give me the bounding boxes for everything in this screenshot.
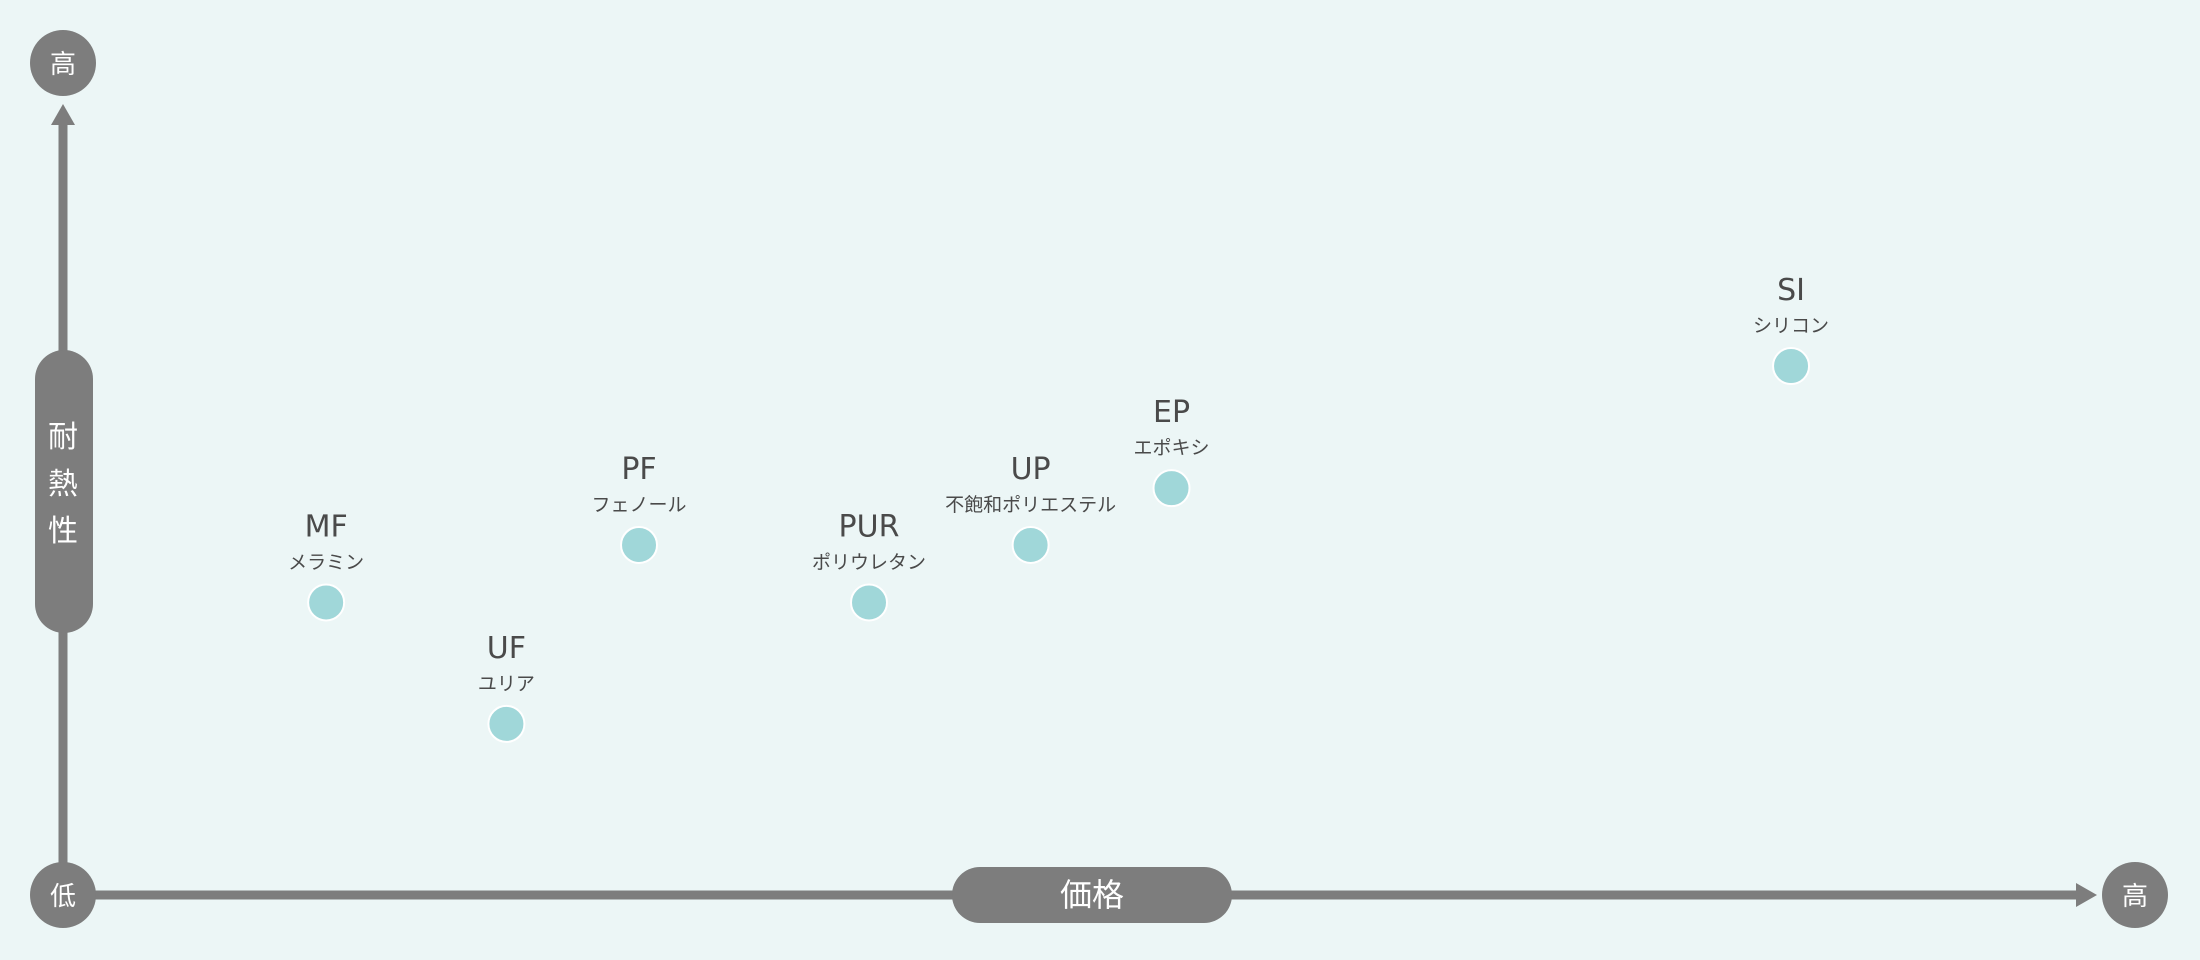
data-point-name-label: メラミン xyxy=(288,551,364,573)
data-point-name-label: ユリア xyxy=(478,673,535,695)
x-axis-high-circle xyxy=(2102,862,2168,928)
data-point-marker xyxy=(307,583,346,622)
origin-low-circle xyxy=(30,862,96,928)
x-axis-high-label: 高 xyxy=(2122,882,2148,912)
data-point-group: PF フェノール xyxy=(592,452,687,564)
data-point-marker xyxy=(1152,469,1191,508)
y-axis-title-pill xyxy=(35,350,93,633)
data-point-name-label: エポキシ xyxy=(1134,437,1210,459)
data-point-group: UP 不飽和ポリエステル xyxy=(945,452,1116,564)
data-point-marker xyxy=(1772,347,1811,386)
data-point-code-label: PUR xyxy=(839,509,900,544)
data-point-name-label: ポリウレタン xyxy=(812,551,926,573)
data-point-group: MF メラミン xyxy=(288,509,364,622)
origin-low-label: 低 xyxy=(50,882,76,912)
data-point-code-label: EP xyxy=(1153,395,1190,430)
data-point-group: SI シリコン xyxy=(1753,273,1829,386)
data-point-code-label: PF xyxy=(621,452,656,487)
y-axis-high-circle xyxy=(30,30,96,96)
data-point-group: PUR ポリウレタン xyxy=(812,509,926,622)
data-point-name-label: フェノール xyxy=(592,494,687,516)
x-axis-title-pill xyxy=(952,867,1232,923)
data-point-code-label: UF xyxy=(487,631,526,666)
data-point-code-label: UP xyxy=(1011,452,1051,487)
data-points-layer: MF メラミン UF ユリア PF フェノール PUR ポリウレタン UP 不飽和ポリエステル EP… xyxy=(288,273,1829,743)
data-point-marker xyxy=(620,525,659,564)
data-point-code-label: SI xyxy=(1777,273,1805,308)
data-point-marker xyxy=(487,704,526,743)
data-point-group: UF ユリア xyxy=(478,631,535,743)
y-axis-title: 耐熱性 xyxy=(48,420,78,549)
data-point-group: EP エポキシ xyxy=(1134,395,1210,508)
y-axis-arrowhead xyxy=(51,104,75,125)
data-point-marker xyxy=(850,583,889,622)
data-point-code-label: MF xyxy=(305,509,348,544)
data-point-name-label: 不飽和ポリエステル xyxy=(945,494,1116,516)
y-axis-high-label: 高 xyxy=(50,50,76,80)
data-point-marker xyxy=(1011,525,1050,564)
x-axis-arrowhead xyxy=(2076,883,2097,907)
data-point-name-label: シリコン xyxy=(1753,315,1829,337)
x-axis-title: 価格 xyxy=(1060,876,1124,914)
